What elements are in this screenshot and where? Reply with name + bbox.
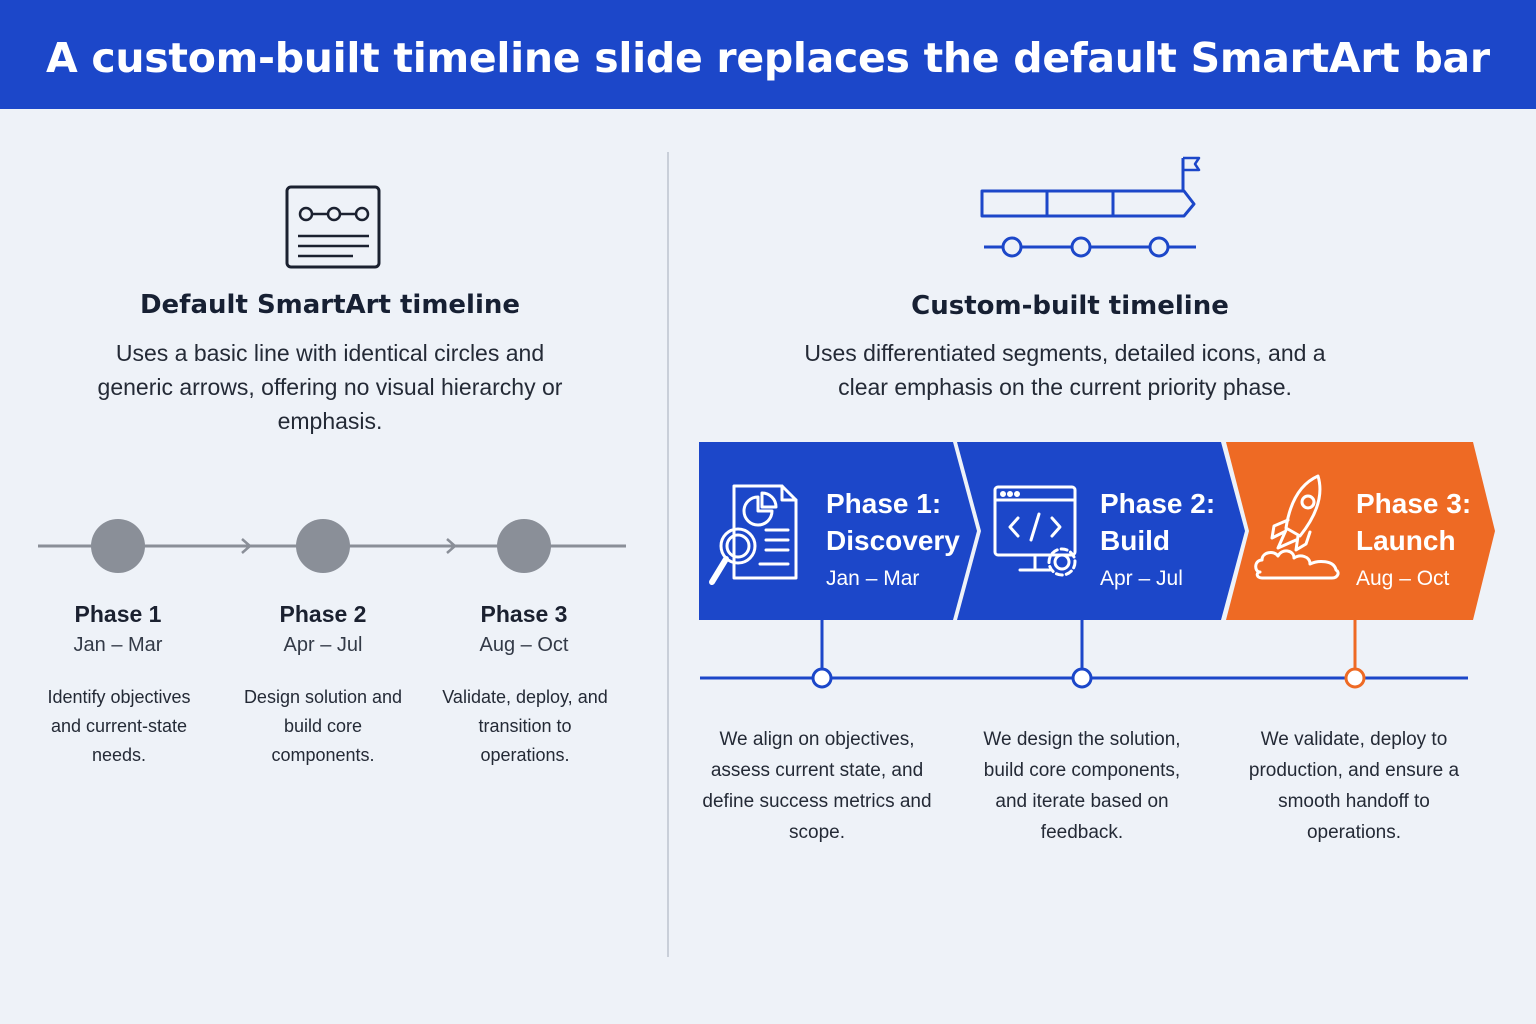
phase-label: Phase 2 [279, 601, 367, 627]
phase-date: Aug – Oct [1356, 567, 1450, 590]
phase-title-line1: Phase 2: [1100, 488, 1216, 519]
column-divider [667, 152, 669, 957]
default-phase-3: Phase 3 Aug – Oct [424, 601, 624, 657]
phase-date: Jan – Mar [73, 634, 163, 656]
phase-label: Phase 1 [74, 601, 162, 627]
custom-timeline-title: Custom-built timeline [911, 291, 1229, 321]
phase-title-line2: Discovery [826, 525, 960, 556]
default-phase-3-description: Validate, deploy, and transition to oper… [442, 687, 608, 765]
default-phase-2-description: Design solution and build core component… [243, 687, 403, 765]
phase-1-node [811, 667, 833, 689]
phase-date: Apr – Jul [283, 634, 363, 656]
timeline-card-icon [285, 185, 381, 269]
header-banner: A custom-built timeline slide replaces t… [0, 0, 1536, 109]
segmented-timeline-flag-icon [980, 156, 1201, 258]
phase-date: Jan – Mar [826, 567, 920, 590]
phase-circle [296, 519, 350, 573]
code-monitor-gear-icon [993, 485, 1077, 577]
default-phase-2: Phase 2 Apr – Jul [223, 601, 423, 657]
phase-3-node [1344, 667, 1366, 689]
page-title: A custom-built timeline slide replaces t… [46, 34, 1490, 82]
custom-phase-1-description: We align on objectives, assess current s… [702, 729, 932, 843]
phase-title-line2: Build [1100, 525, 1170, 556]
custom-phase-2-description: We design the solution, build core compo… [983, 729, 1181, 843]
phase-date: Apr – Jul [1100, 567, 1183, 590]
arrow-icon [241, 538, 252, 554]
custom-phase-3-header: Phase 3: Launch Aug – Oct [1356, 485, 1471, 591]
document-search-icon [709, 484, 798, 585]
default-timeline-title: Default SmartArt timeline [139, 290, 521, 320]
phase-circle [91, 519, 145, 573]
default-phase-1: Phase 1 Jan – Mar [18, 601, 218, 657]
custom-timeline-line [700, 620, 1468, 689]
phase-title-line2: Launch [1356, 525, 1456, 556]
phase-title-line1: Phase 3: [1356, 488, 1472, 519]
phase-2-node [1071, 667, 1093, 689]
default-timeline-description: Uses a basic line with identical circles… [97, 340, 563, 434]
custom-phase-1-header: Phase 1: Discovery Jan – Mar [826, 485, 960, 591]
default-timeline-graphic [38, 519, 626, 573]
phase-3-chevron [1226, 442, 1495, 620]
rocket-icon [1254, 474, 1340, 580]
custom-phase-2-header: Phase 2: Build Apr – Jul [1100, 485, 1215, 591]
phase-title-line1: Phase 1: [826, 488, 942, 519]
arrow-icon [446, 538, 457, 554]
default-phase-1-description: Identify objectives and current-state ne… [47, 687, 191, 765]
custom-phase-3-description: We validate, deploy to production, and e… [1248, 729, 1460, 843]
phase-circle [497, 519, 551, 573]
phase-label: Phase 3 [480, 601, 568, 627]
phase-date: Aug – Oct [479, 634, 569, 656]
custom-timeline-description: Uses differentiated segments, detailed i… [804, 340, 1326, 400]
